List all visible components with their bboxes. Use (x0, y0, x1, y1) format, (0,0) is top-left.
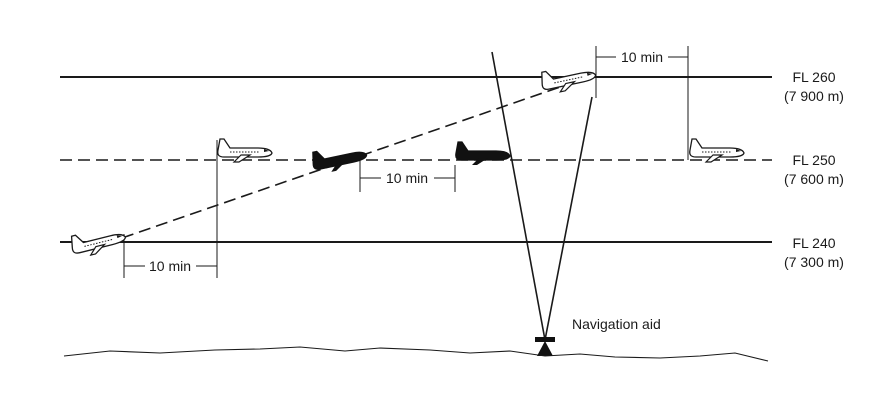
fl240-name: FL 240 (792, 235, 835, 251)
fl240-altitude: (7 300 m) (784, 254, 844, 270)
fl250-altitude: (7 600 m) (784, 171, 844, 187)
aircraft-icon-fl250-filled (455, 141, 511, 166)
fl260-name: FL 260 (792, 69, 835, 85)
nav-aid-bar-icon (535, 337, 555, 342)
fl260-altitude: (7 900 m) (784, 88, 844, 104)
nav-aid-station-icon (537, 341, 553, 356)
middle-interval-label: 10 min (386, 170, 428, 186)
lower-interval-label: 10 min (149, 258, 191, 274)
fl250-name: FL 250 (792, 152, 835, 168)
nav-beam-left (491, 51, 546, 341)
climb-path (121, 75, 593, 239)
aircraft-icon-fl250-right (689, 138, 745, 163)
aircraft-icon-fl260 (538, 60, 599, 96)
terrain-line (63, 346, 769, 362)
upper-interval-label: 10 min (621, 49, 663, 65)
nav-beam-right (544, 96, 593, 341)
nav-aid-label: Navigation aid (572, 316, 661, 332)
aircraft-icon-fl240 (68, 222, 129, 260)
aircraft-icon-fl250-left (217, 138, 273, 163)
